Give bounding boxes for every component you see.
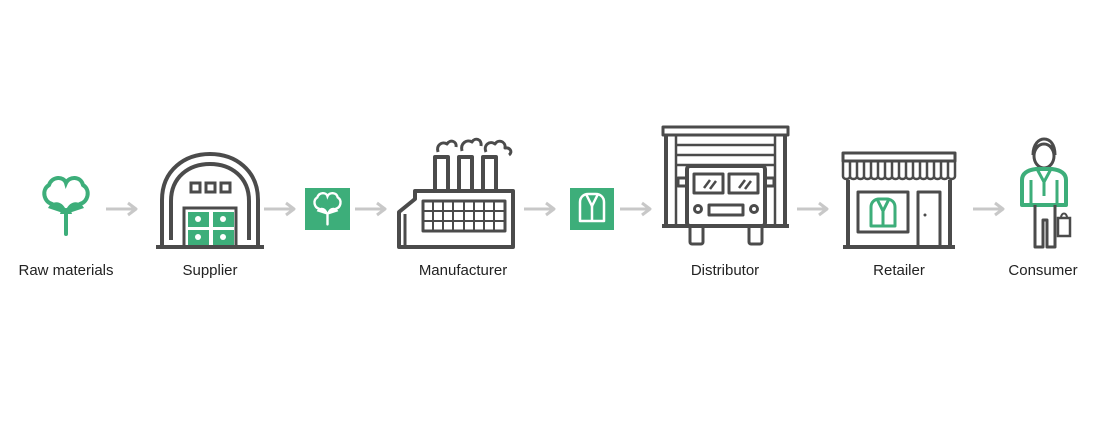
stage-label-consumer: Consumer	[1008, 262, 1078, 279]
arrow-6	[795, 201, 829, 217]
stage-label-distributor: Distributor	[690, 262, 760, 279]
cotton-boll-icon	[42, 176, 90, 236]
stage-label-manufacturer: Manufacturer	[418, 262, 508, 279]
cotton-boll-tile-icon	[305, 188, 350, 230]
arrow-4	[522, 201, 556, 217]
arrow-2	[262, 201, 296, 217]
stage-label-supplier: Supplier	[182, 262, 238, 279]
stage-label-retailer: Retailer	[873, 262, 925, 279]
storefront-icon	[841, 151, 957, 249]
arrow-3	[353, 201, 387, 217]
arrow-5	[618, 201, 652, 217]
factory-icon	[397, 137, 515, 249]
supplier-crates	[188, 212, 234, 245]
arrow-1	[104, 201, 138, 217]
retailer-shirt-icon	[869, 197, 897, 228]
stage-label-raw-materials: Raw materials	[18, 262, 114, 279]
truck-depot-icon	[661, 125, 790, 246]
shirt-tile-icon	[570, 188, 614, 230]
shopper-icon	[1020, 137, 1072, 249]
warehouse-icon	[156, 152, 264, 249]
arrow-7	[971, 201, 1005, 217]
